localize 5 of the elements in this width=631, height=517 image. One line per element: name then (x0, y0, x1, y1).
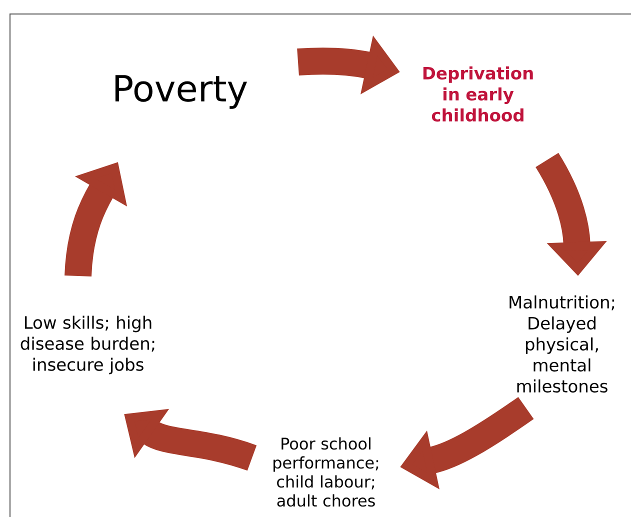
cycle-label: Deprivation in early childhood (423, 66, 533, 122)
cycle-label: Malnutrition; Delayed physical, mental milestones (510, 295, 614, 393)
title-text: Poverty (115, 75, 247, 109)
cycle-label: Low skills; high disease burden; insecure jobs (20, 316, 154, 374)
cycle-label: Poor school performance; child labour; adult chores (274, 437, 378, 507)
